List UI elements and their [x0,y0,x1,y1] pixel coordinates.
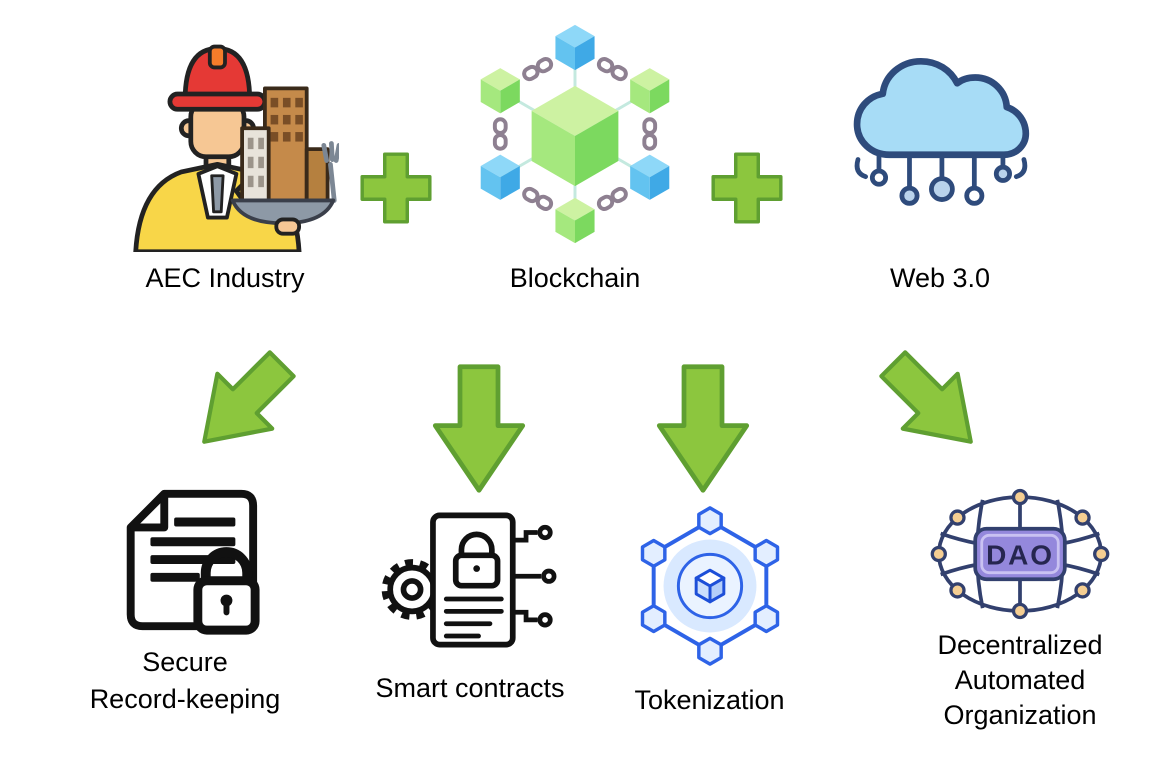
arrow-down-icon [430,362,528,495]
construction-worker-buildings-icon [133,44,339,252]
arrow-down-right-icon [847,318,1017,488]
plus-icon [360,152,432,224]
secure-document-lock-icon [126,489,260,635]
term-blockchain: Blockchain [450,8,700,296]
outcome-label-dao: Decentralized Automated Organization [937,630,1103,730]
outcome-smart-contracts: Smart contracts [345,498,595,706]
term-label-web3: Web 3.0 [889,263,991,293]
term-web3: Web 3.0 [825,30,1055,296]
dao-badge-text: DAO [986,539,1054,570]
outcome-dao: DAO Decentralized Automated Organization [900,482,1140,733]
outcome-secure-record-keeping: Secure Record-keeping [70,472,300,718]
dao-network-badge-icon: DAO [930,488,1110,620]
cloud-network-icon [853,57,1030,206]
outcome-label-secure: Secure Record-keeping [89,647,281,714]
term-aec-industry: AEC Industry [95,12,355,296]
outcome-label-smart: Smart contracts [375,673,565,703]
arrow-down-left-icon [158,318,328,488]
plus-icon [711,152,783,224]
token-cube-network-icon [640,506,779,666]
term-label-blockchain: Blockchain [509,263,641,293]
term-label-aec: AEC Industry [145,263,305,293]
outcome-label-token: Tokenization [634,685,785,715]
smart-contract-gear-icon [381,512,557,648]
outcome-tokenization: Tokenization [622,498,797,718]
arrow-down-icon [654,362,752,495]
blockchain-cubes-chain-icon [480,24,670,244]
